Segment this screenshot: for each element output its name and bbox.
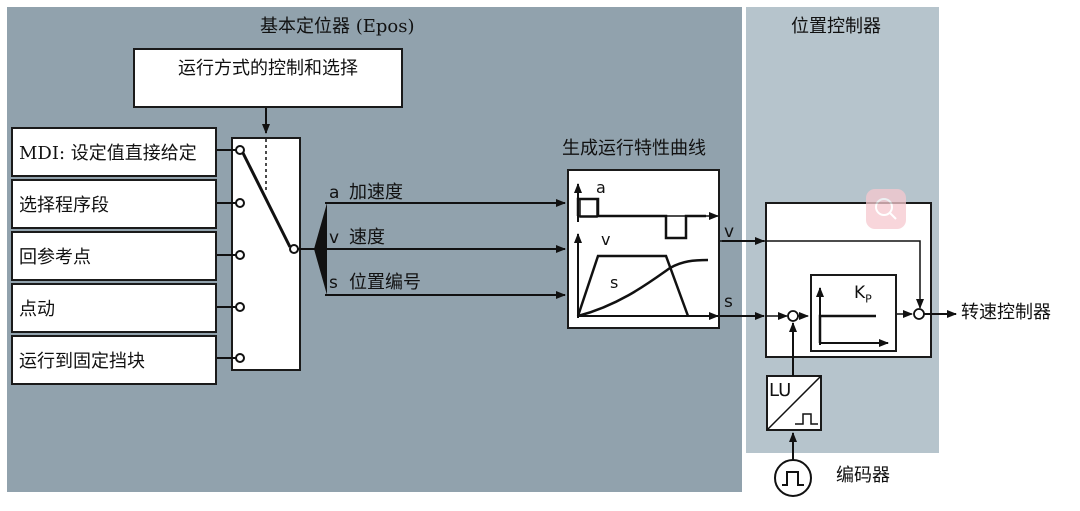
encoder-icon <box>774 459 812 497</box>
contact-circle <box>235 198 245 208</box>
mode-block-select-box: 选择程序段 <box>11 179 217 229</box>
watermark-icon <box>866 189 906 229</box>
mode-block-select-label: 选择程序段 <box>19 195 109 216</box>
acceleration-graph <box>574 183 719 240</box>
velocity-position-graph <box>574 233 719 320</box>
contact-circle <box>235 353 245 363</box>
contact-circle <box>235 145 245 155</box>
a-mark-box <box>579 198 598 218</box>
kp-letter: K <box>854 283 866 303</box>
switch-pivot <box>289 244 299 254</box>
summing-point <box>787 310 799 322</box>
output-s-label: s <box>724 292 733 312</box>
position-profile <box>577 258 709 318</box>
position-controller-title: 位置控制器 <box>791 16 881 37</box>
profile-generator-title: 生成运行特性曲线 <box>562 138 706 159</box>
output-v-label: v <box>724 222 735 242</box>
kp-subscript: P <box>865 292 872 306</box>
signal-s-symbol: s <box>329 273 338 293</box>
mode-control-box: 运行方式的控制和选择 <box>133 48 403 108</box>
speed-controller-label: 转速控制器 <box>961 302 1051 323</box>
profile-s-label: s <box>610 273 619 292</box>
signal-v-symbol: v <box>329 228 340 248</box>
profile-generator-box <box>567 169 720 329</box>
mode-mdi-box: MDI: 设定值直接给定 <box>11 127 217 177</box>
lu-label: LU <box>769 380 792 401</box>
mode-fixed-stop-label: 运行到固定挡块 <box>19 351 145 372</box>
signal-v-label: 速度 <box>349 227 385 248</box>
signal-fanout <box>314 203 327 295</box>
output-summing-point <box>913 308 925 320</box>
selector-contacts <box>217 145 245 363</box>
lu-pulse <box>795 413 818 425</box>
profile-v-label: v <box>601 230 611 249</box>
kp-label: KP <box>854 283 872 306</box>
signal-s-label: 位置编号 <box>349 272 421 293</box>
mode-homing-label: 回参考点 <box>19 247 91 268</box>
lu-diagonal <box>766 375 822 431</box>
mode-fixed-stop-box: 运行到固定挡块 <box>11 335 217 385</box>
profile-a-label: a <box>596 178 606 197</box>
mode-control-label: 运行方式的控制和选择 <box>178 58 358 79</box>
signal-a-label: 加速度 <box>349 182 403 203</box>
mode-jog-box: 点动 <box>11 283 217 333</box>
contact-circle <box>235 302 245 312</box>
switch-lever <box>241 152 292 248</box>
kp-step <box>818 314 876 343</box>
signal-a-symbol: a <box>329 183 340 203</box>
mode-homing-box: 回参考点 <box>11 231 217 281</box>
contact-circle <box>235 250 245 260</box>
mode-jog-label: 点动 <box>19 299 55 320</box>
a-profile <box>576 197 706 240</box>
mode-mdi-label: MDI: 设定值直接给定 <box>19 143 197 164</box>
encoder-pulse-icon <box>782 471 804 486</box>
velocity-feedforward <box>720 240 924 309</box>
velocity-profile <box>576 254 690 317</box>
epos-title: 基本定位器 (Epos) <box>260 16 415 37</box>
encoder-label: 编码器 <box>836 465 890 486</box>
